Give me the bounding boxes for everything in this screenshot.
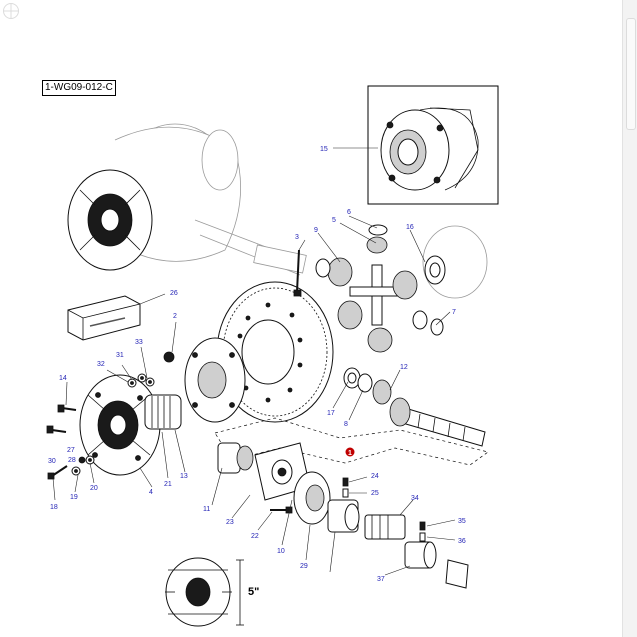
callout-14: 14 — [59, 375, 67, 382]
callout-36: 36 — [458, 538, 466, 545]
callout-7: 7 — [452, 309, 456, 316]
assembled-differential-background — [67, 123, 307, 276]
flange-background — [67, 169, 153, 271]
dimension-view — [165, 557, 244, 627]
callout-17: 17 — [327, 410, 335, 417]
shim-rings — [343, 367, 392, 405]
case-half-right-upper — [422, 225, 488, 299]
callout-4: 4 — [149, 489, 153, 496]
callout-25: 25 — [371, 490, 379, 497]
lower-lock-assembly — [217, 442, 469, 589]
callout-32: 32 — [97, 361, 105, 368]
callout-13: 13 — [180, 473, 188, 480]
callout-35: 35 — [458, 518, 466, 525]
bearing-assembly — [144, 394, 182, 430]
callout-37: 37 — [377, 576, 385, 583]
callout-24: 24 — [371, 473, 379, 480]
callout-34: 34 — [411, 495, 419, 502]
small-washers — [71, 351, 175, 476]
vertical-scrollbar[interactable] — [622, 0, 637, 637]
callout-16: 16 — [406, 224, 414, 231]
differential-case-half — [79, 374, 161, 476]
differential-case-right — [184, 337, 246, 423]
bolts — [46, 249, 302, 514]
pinion-shaft — [389, 397, 486, 447]
crown-wheel — [216, 281, 334, 423]
callout-28: 28 — [68, 457, 76, 464]
callout-3: 3 — [295, 234, 299, 241]
callout-12: 12 — [400, 364, 408, 371]
callout-8: 8 — [344, 421, 348, 428]
callout-33: 33 — [135, 339, 143, 346]
callout-10: 10 — [277, 548, 285, 555]
drawing-reference-code: 1-WG09-012-C — [42, 80, 116, 96]
spider-gear-set — [315, 224, 444, 353]
callout-1: 1 — [348, 450, 352, 457]
callout-9: 9 — [314, 227, 318, 234]
callout-27: 27 — [67, 447, 75, 454]
inset-case-half — [333, 85, 499, 205]
callout-18: 18 — [50, 504, 58, 511]
shim-kit-box — [67, 295, 141, 341]
scrollbar-thumb[interactable] — [626, 18, 636, 130]
callout-5: 5 — [332, 217, 336, 224]
callout-31: 31 — [116, 352, 124, 359]
callout-6: 6 — [347, 209, 351, 216]
callout-26: 26 — [170, 290, 178, 297]
callout-2: 2 — [173, 313, 177, 320]
callout-23: 23 — [226, 519, 234, 526]
callout-22: 22 — [251, 533, 259, 540]
circle-grid-icon — [3, 3, 19, 19]
dimension-label: 5" — [248, 586, 260, 598]
callout-30: 30 — [48, 458, 56, 465]
callout-11: 11 — [203, 506, 210, 513]
callout-labels: 15 6 5 9 16 3 26 7 2 33 31 32 14 12 17 8… — [48, 146, 466, 583]
callout-29: 29 — [300, 563, 308, 570]
callout-15: 15 — [320, 146, 328, 153]
callout-20: 20 — [90, 485, 98, 492]
callout-badge — [345, 447, 355, 457]
callout-21: 21 — [164, 481, 172, 488]
callout-19: 19 — [70, 494, 78, 501]
leader-lines — [52, 215, 456, 576]
